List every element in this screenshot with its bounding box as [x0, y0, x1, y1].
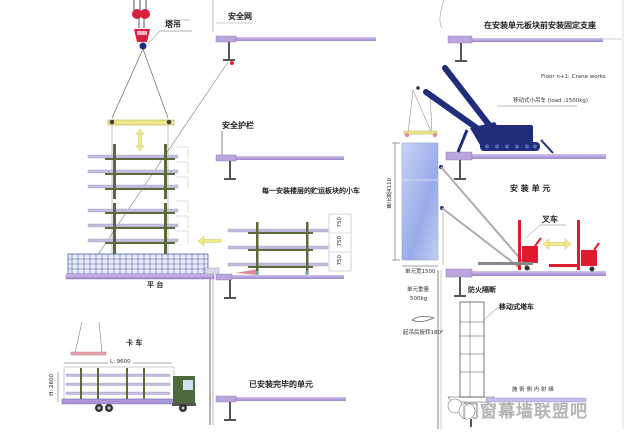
label-tower-crane: 塔吊	[165, 20, 181, 29]
cart-rack-bar	[227, 228, 329, 233]
spreader-beam	[107, 119, 175, 126]
label-platform: 平 台	[147, 281, 164, 289]
label-dim-750-a: 750	[337, 217, 343, 228]
rack-beam	[105, 158, 175, 160]
dimension-bracket	[176, 176, 189, 189]
label-storage-cart-note: 每一安装楼层的贮运板块的小车	[262, 187, 360, 195]
truck-rack-post	[80, 368, 82, 399]
cart-rack-bar	[227, 245, 329, 250]
truck-rack-bar	[65, 382, 171, 386]
mobile-mini-crane	[403, 65, 577, 154]
storage-cart	[227, 213, 352, 275]
dimension-bracket	[176, 146, 189, 159]
floor-slab-storage	[215, 269, 344, 299]
floor-slab-top	[212, 0, 376, 65]
transfer-arrow-icon	[197, 235, 222, 247]
forklift-2	[549, 220, 600, 272]
label-dim-750-b: 750	[337, 236, 343, 247]
watermark: 门窗幕墙联盟吧	[462, 402, 588, 422]
rack-beam	[105, 227, 175, 229]
label-truck: 卡 车	[126, 339, 143, 347]
truck-rack-bar	[65, 391, 171, 395]
dimension-bracket	[176, 161, 189, 174]
dimension-bracket	[176, 230, 189, 243]
floor-slab-installed	[215, 395, 346, 421]
loading-platform	[65, 253, 220, 425]
rack-beam	[105, 212, 175, 214]
truck-rack-post	[97, 368, 99, 399]
truck-rack-bar	[65, 373, 171, 377]
label-installed-unit: 已安装完毕的单元	[249, 380, 313, 389]
tower-crane-hook	[111, 0, 192, 119]
truck-rack-post	[126, 368, 128, 399]
label-safety-net: 安全网	[228, 12, 252, 21]
label-install-unit: 安 装 单 元	[510, 184, 551, 193]
label-unit-weight-1: 单元重量	[407, 287, 430, 293]
cart-rack-beam	[248, 232, 313, 234]
label-forklift: 叉车	[542, 215, 558, 224]
label-floor-crane-note: Floor n+1: Crane works	[541, 74, 606, 80]
label-rotate-note: 起吊后旋转180°	[403, 330, 444, 336]
forklift-move-arrow-icon	[542, 238, 572, 250]
cart-rack-beam	[248, 266, 313, 268]
label-fire-barrier: 防火隔断	[468, 286, 496, 294]
rack-beam	[105, 242, 175, 244]
right-floor-forklift	[445, 268, 606, 297]
label-dim-750-c: 750	[337, 255, 343, 266]
rack-beam	[105, 188, 175, 190]
dimension-bracket	[176, 215, 189, 228]
label-install-bracket-note: 在安装单元板块前安装固定支座	[484, 21, 596, 30]
forklift-1	[478, 220, 542, 271]
delivery-truck	[57, 321, 196, 412]
curtain-wall-unit	[392, 142, 531, 271]
right-floor-top	[439, 0, 622, 62]
cart-rack-beam	[248, 249, 313, 251]
dimension-bracket	[176, 200, 189, 213]
rack-beam	[105, 173, 175, 175]
label-unit-height: 单元高4110	[387, 178, 393, 209]
label-safety-railing: 安全护栏	[222, 121, 254, 130]
label-unit-width: 单元宽1500	[405, 269, 436, 275]
label-truck-length: L: 9600	[108, 359, 133, 366]
label-bottom-note: 施 術 側 内 射 縁	[512, 387, 554, 393]
cart-rack-bar	[227, 262, 329, 267]
floor-slab-railing	[215, 131, 344, 180]
label-mobile-crane: 移动式小吊车 (load :1500kg)	[513, 98, 589, 104]
label-mobile-tower: 移动式塔车	[499, 303, 534, 311]
hoisted-rack-stack	[87, 119, 189, 259]
building-column-left	[411, 270, 442, 429]
truck-rack-post	[143, 368, 145, 399]
lift-arrow-icon	[135, 128, 145, 152]
rotate-icon	[411, 316, 436, 322]
label-truck-height: H: 2600	[49, 374, 55, 396]
mobile-tower-cart	[447, 301, 587, 427]
right-floor-crane	[445, 151, 606, 180]
label-unit-weight-2: 500kg	[410, 296, 428, 302]
